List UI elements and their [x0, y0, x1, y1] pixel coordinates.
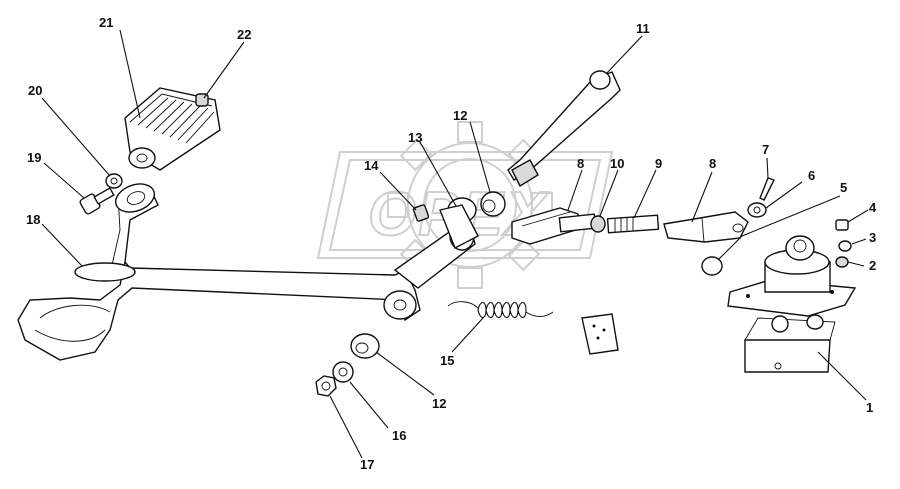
washer-6 [747, 202, 767, 218]
callout-12-lower: 12 [432, 396, 446, 411]
callout-10: 10 [610, 156, 624, 171]
spring-15 [447, 301, 554, 319]
rod-9 [606, 214, 660, 234]
washer-3 [838, 240, 852, 252]
pedal-lever [17, 183, 479, 361]
callout-19: 19 [27, 150, 41, 165]
callout-20: 20 [28, 83, 42, 98]
nut-10 [590, 215, 606, 233]
callout-14: 14 [364, 158, 379, 173]
callout-16: 16 [392, 428, 406, 443]
brake-valve-1 [727, 235, 857, 373]
grease-fitting-14 [412, 204, 430, 222]
callout-1: 1 [866, 400, 873, 415]
pin-11 [507, 70, 621, 187]
clevis-8-left [511, 207, 597, 245]
callout-12-upper: 12 [453, 108, 467, 123]
callout-4: 4 [869, 200, 877, 215]
callout-5: 5 [840, 180, 847, 195]
callout-11: 11 [636, 21, 650, 36]
callout-17: 17 [360, 457, 374, 472]
clevis-8-right [663, 211, 749, 243]
nut-17 [315, 375, 337, 397]
clevis-pin-5 [701, 235, 743, 276]
callout-6: 6 [808, 168, 815, 183]
leader-lines [41, 29, 869, 459]
callout-9: 9 [655, 156, 662, 171]
callout-labels: 1 2 3 4 5 6 7 8 8 9 10 11 12 12 13 14 15… [26, 15, 877, 472]
cotter-pin-7 [759, 177, 775, 201]
pedal-pad [124, 87, 221, 171]
bracket [581, 313, 619, 355]
washer-20 [105, 173, 123, 189]
callout-22: 22 [237, 27, 251, 42]
callout-8-right: 8 [709, 156, 716, 171]
callout-8-left: 8 [577, 156, 584, 171]
bushing-12-lower [350, 333, 380, 359]
callout-7: 7 [762, 142, 769, 157]
bushing-12-upper [480, 191, 506, 217]
callout-21: 21 [99, 15, 113, 30]
bolt-19 [79, 187, 115, 215]
bolt-4 [835, 219, 849, 231]
callout-13: 13 [408, 130, 422, 145]
callout-2: 2 [869, 258, 876, 273]
nut-2 [835, 256, 849, 268]
callout-18: 18 [26, 212, 40, 227]
callout-15: 15 [440, 353, 454, 368]
washer-16 [332, 361, 354, 383]
callout-3: 3 [869, 230, 876, 245]
